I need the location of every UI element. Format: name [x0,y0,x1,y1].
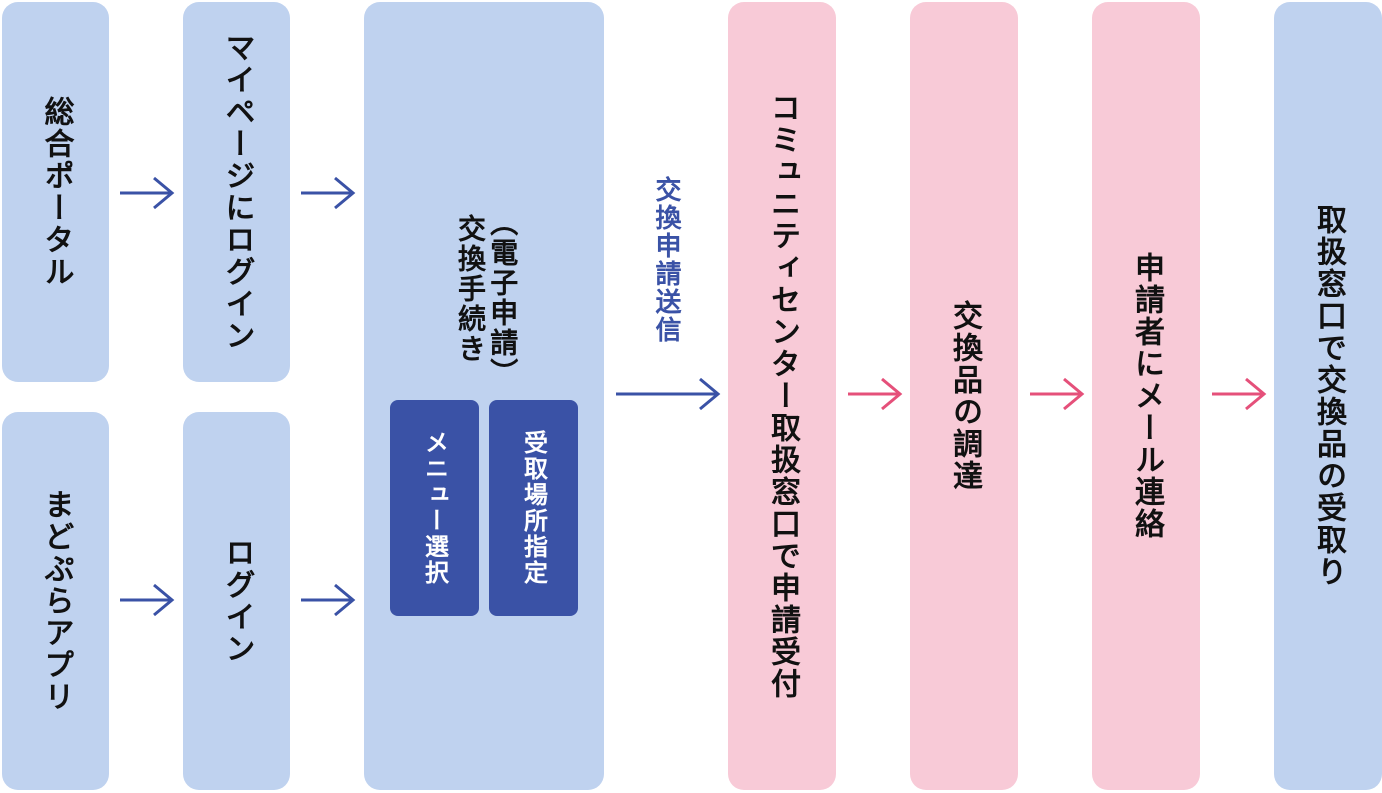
arrow-send-icon [616,377,721,411]
node-app-login-label: ログイン [219,537,255,665]
node-app: まどぷらアプリ [2,412,109,790]
node-mail-notify: 申請者にメール連絡 [1092,2,1200,790]
edge-send-label: 交換申請送信 [651,176,681,344]
arrow-mail-to-receive-icon [1212,377,1267,411]
node-portal-label: 総合ポータル [38,96,74,288]
arrow-procure-to-mail-icon [1030,377,1085,411]
node-pickup-select-label: 受取場所指定 [519,430,548,586]
arrow-portal-to-mypage-icon [120,176,175,210]
node-mypage-login-label: マイページにログイン [219,32,255,352]
node-procedure-line2: （電子申請） [486,208,520,388]
node-app-label: まどぷらアプリ [38,489,74,713]
node-procedure-title: 交換手続き （電子申請） [436,208,536,388]
node-procedure: 交換手続き （電子申請） メニュー選択 受取場所指定 [364,2,604,790]
node-menu-select: メニュー選択 [390,400,479,616]
node-menu-select-label: メニュー選択 [420,430,449,586]
arrow-app-to-login-icon [120,583,175,617]
node-procure: 交換品の調達 [910,2,1018,790]
arrow-mypage-to-procedure-icon [301,176,356,210]
node-mypage-login: マイページにログイン [183,2,290,382]
node-pickup-select: 受取場所指定 [489,400,578,616]
node-receive: 取扱窓口で交換品の受取り [1274,2,1382,790]
node-app-login: ログイン [183,412,290,790]
node-procedure-line1: 交換手続き [454,214,487,364]
node-procure-label: 交換品の調達 [947,300,982,492]
arrow-center-to-procure-icon [848,377,903,411]
node-mail-notify-label: 申請者にメール連絡 [1129,252,1164,540]
node-center-accept: コミュニティセンター取扱窓口で申請受付 [728,2,836,790]
node-center-accept-label: コミュニティセンター取扱窓口で申請受付 [765,92,800,700]
node-receive-label: 取扱窓口で交換品の受取り [1311,204,1346,588]
node-portal: 総合ポータル [2,2,109,382]
arrow-login-to-procedure-icon [301,583,356,617]
